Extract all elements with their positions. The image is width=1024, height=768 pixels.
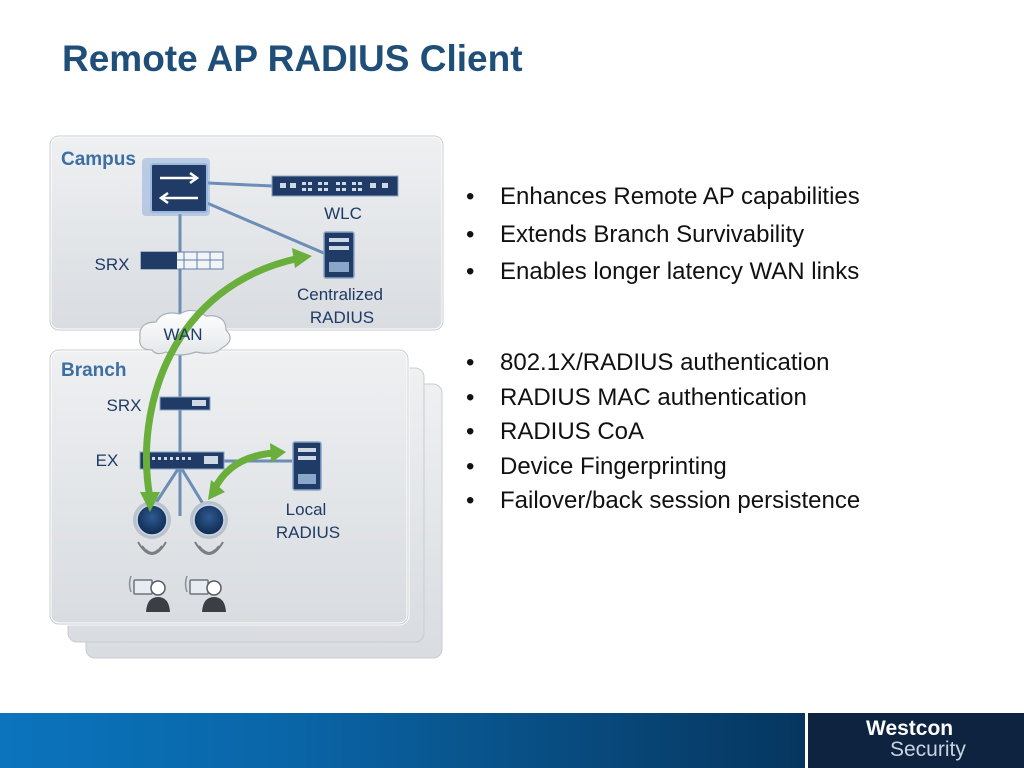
centralized-radius-label-line2: RADIUS: [310, 308, 374, 327]
wlc-device-icon: [271, 175, 399, 197]
bullet-text: Enhances Remote AP capabilities: [500, 183, 860, 210]
user-laptop-icon: [184, 575, 226, 612]
bullet-item: • Extends Branch Survivability: [466, 219, 860, 257]
features-list: • 802.1X/RADIUS authentication • RADIUS MA…: [466, 348, 860, 521]
footer-bar: [0, 713, 805, 768]
access-point-icon: [133, 501, 171, 539]
srx-branch-label: SRX: [107, 396, 142, 415]
bullet-text: Extends Branch Survivability: [500, 220, 805, 248]
srx-campus-device-icon: [140, 251, 224, 270]
bullet-item: • Failover/back session persistence: [466, 486, 860, 521]
bullet-text: Device Fingerprinting: [500, 452, 727, 480]
bullet-glyph: •: [466, 452, 475, 480]
company-logo: [808, 713, 1024, 768]
user-laptop-icon: [128, 575, 170, 612]
wifi-signal-icon: [137, 541, 167, 555]
access-point-icon: [190, 501, 228, 539]
bullet-item: • Enhances Remote AP capabilities: [466, 181, 860, 219]
bullet-text: Failover/back session persistence: [500, 487, 861, 514]
core-switch-icon: [142, 158, 210, 216]
footer-divider: [805, 713, 808, 768]
ex-label: EX: [96, 451, 119, 470]
local-radius-path-arrow: [208, 443, 286, 500]
bullet-glyph: •: [466, 183, 475, 210]
radius-path-arrow: [140, 248, 312, 512]
branch-zone: [48, 348, 410, 626]
bullet-text: Enables longer latency WAN links: [500, 258, 860, 285]
benefits-list: • Enhances Remote AP capabilities • Extend…: [466, 181, 860, 294]
bullet-glyph: •: [466, 383, 475, 411]
bullet-text: 802.1X/RADIUS authentication: [500, 349, 830, 376]
bullet-text: RADIUS CoA: [500, 418, 645, 445]
bullet-item: • Enables longer latency WAN links: [466, 256, 860, 294]
campus-label: Campus: [61, 149, 136, 170]
bullet-text: RADIUS MAC authentication: [500, 383, 807, 411]
bullet-item: • Device Fingerprinting: [466, 452, 860, 487]
local-radius-label-line1: Local: [286, 500, 327, 519]
centralized-radius-label-line1: Centralized: [297, 285, 383, 304]
bullet-item: • RADIUS MAC authentication: [466, 383, 860, 418]
ex-switch-device-icon: [139, 451, 225, 470]
branch-label: Branch: [61, 360, 126, 381]
logo-text-westcon: Westcon: [866, 717, 954, 740]
bullet-glyph: •: [466, 487, 475, 514]
logo-text-security: Security: [890, 738, 966, 761]
srx-campus-label: SRX: [95, 255, 130, 274]
wifi-signal-icon: [194, 541, 224, 555]
wan-label: WAN: [163, 325, 202, 344]
bullet-glyph: •: [466, 258, 475, 285]
bullet-item: • 802.1X/RADIUS authentication: [466, 348, 860, 383]
bullet-glyph: •: [466, 349, 475, 376]
bullet-glyph: •: [466, 418, 475, 445]
local-radius-server-icon: [292, 441, 322, 491]
wlc-label: WLC: [324, 204, 362, 223]
slide-title: Remote AP RADIUS Client: [62, 38, 523, 79]
bullet-item: • RADIUS CoA: [466, 417, 860, 452]
centralized-radius-server-icon: [323, 231, 355, 279]
srx-branch-device-icon: [159, 396, 211, 411]
local-radius-label-line2: RADIUS: [276, 523, 340, 542]
bullet-glyph: •: [466, 220, 475, 248]
